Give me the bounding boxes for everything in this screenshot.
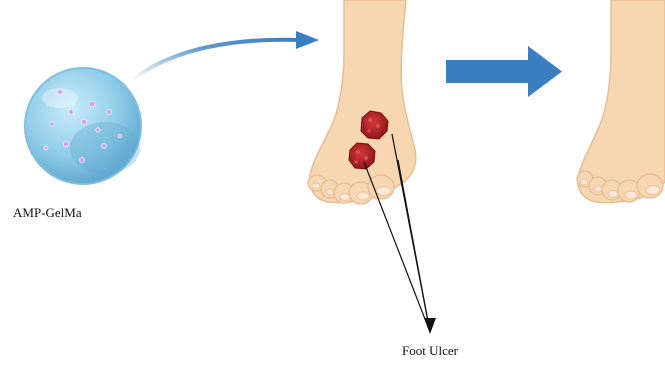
foot-ulcer-label: Foot Ulcer: [402, 343, 458, 359]
right-arrow-icon: [446, 46, 562, 97]
hydrogel-sphere-icon: [25, 68, 141, 184]
hydrogel-label: AMP-GelMa: [13, 205, 82, 221]
curved-arrow-icon: [135, 31, 319, 78]
healed-foot-icon: [577, 0, 665, 203]
